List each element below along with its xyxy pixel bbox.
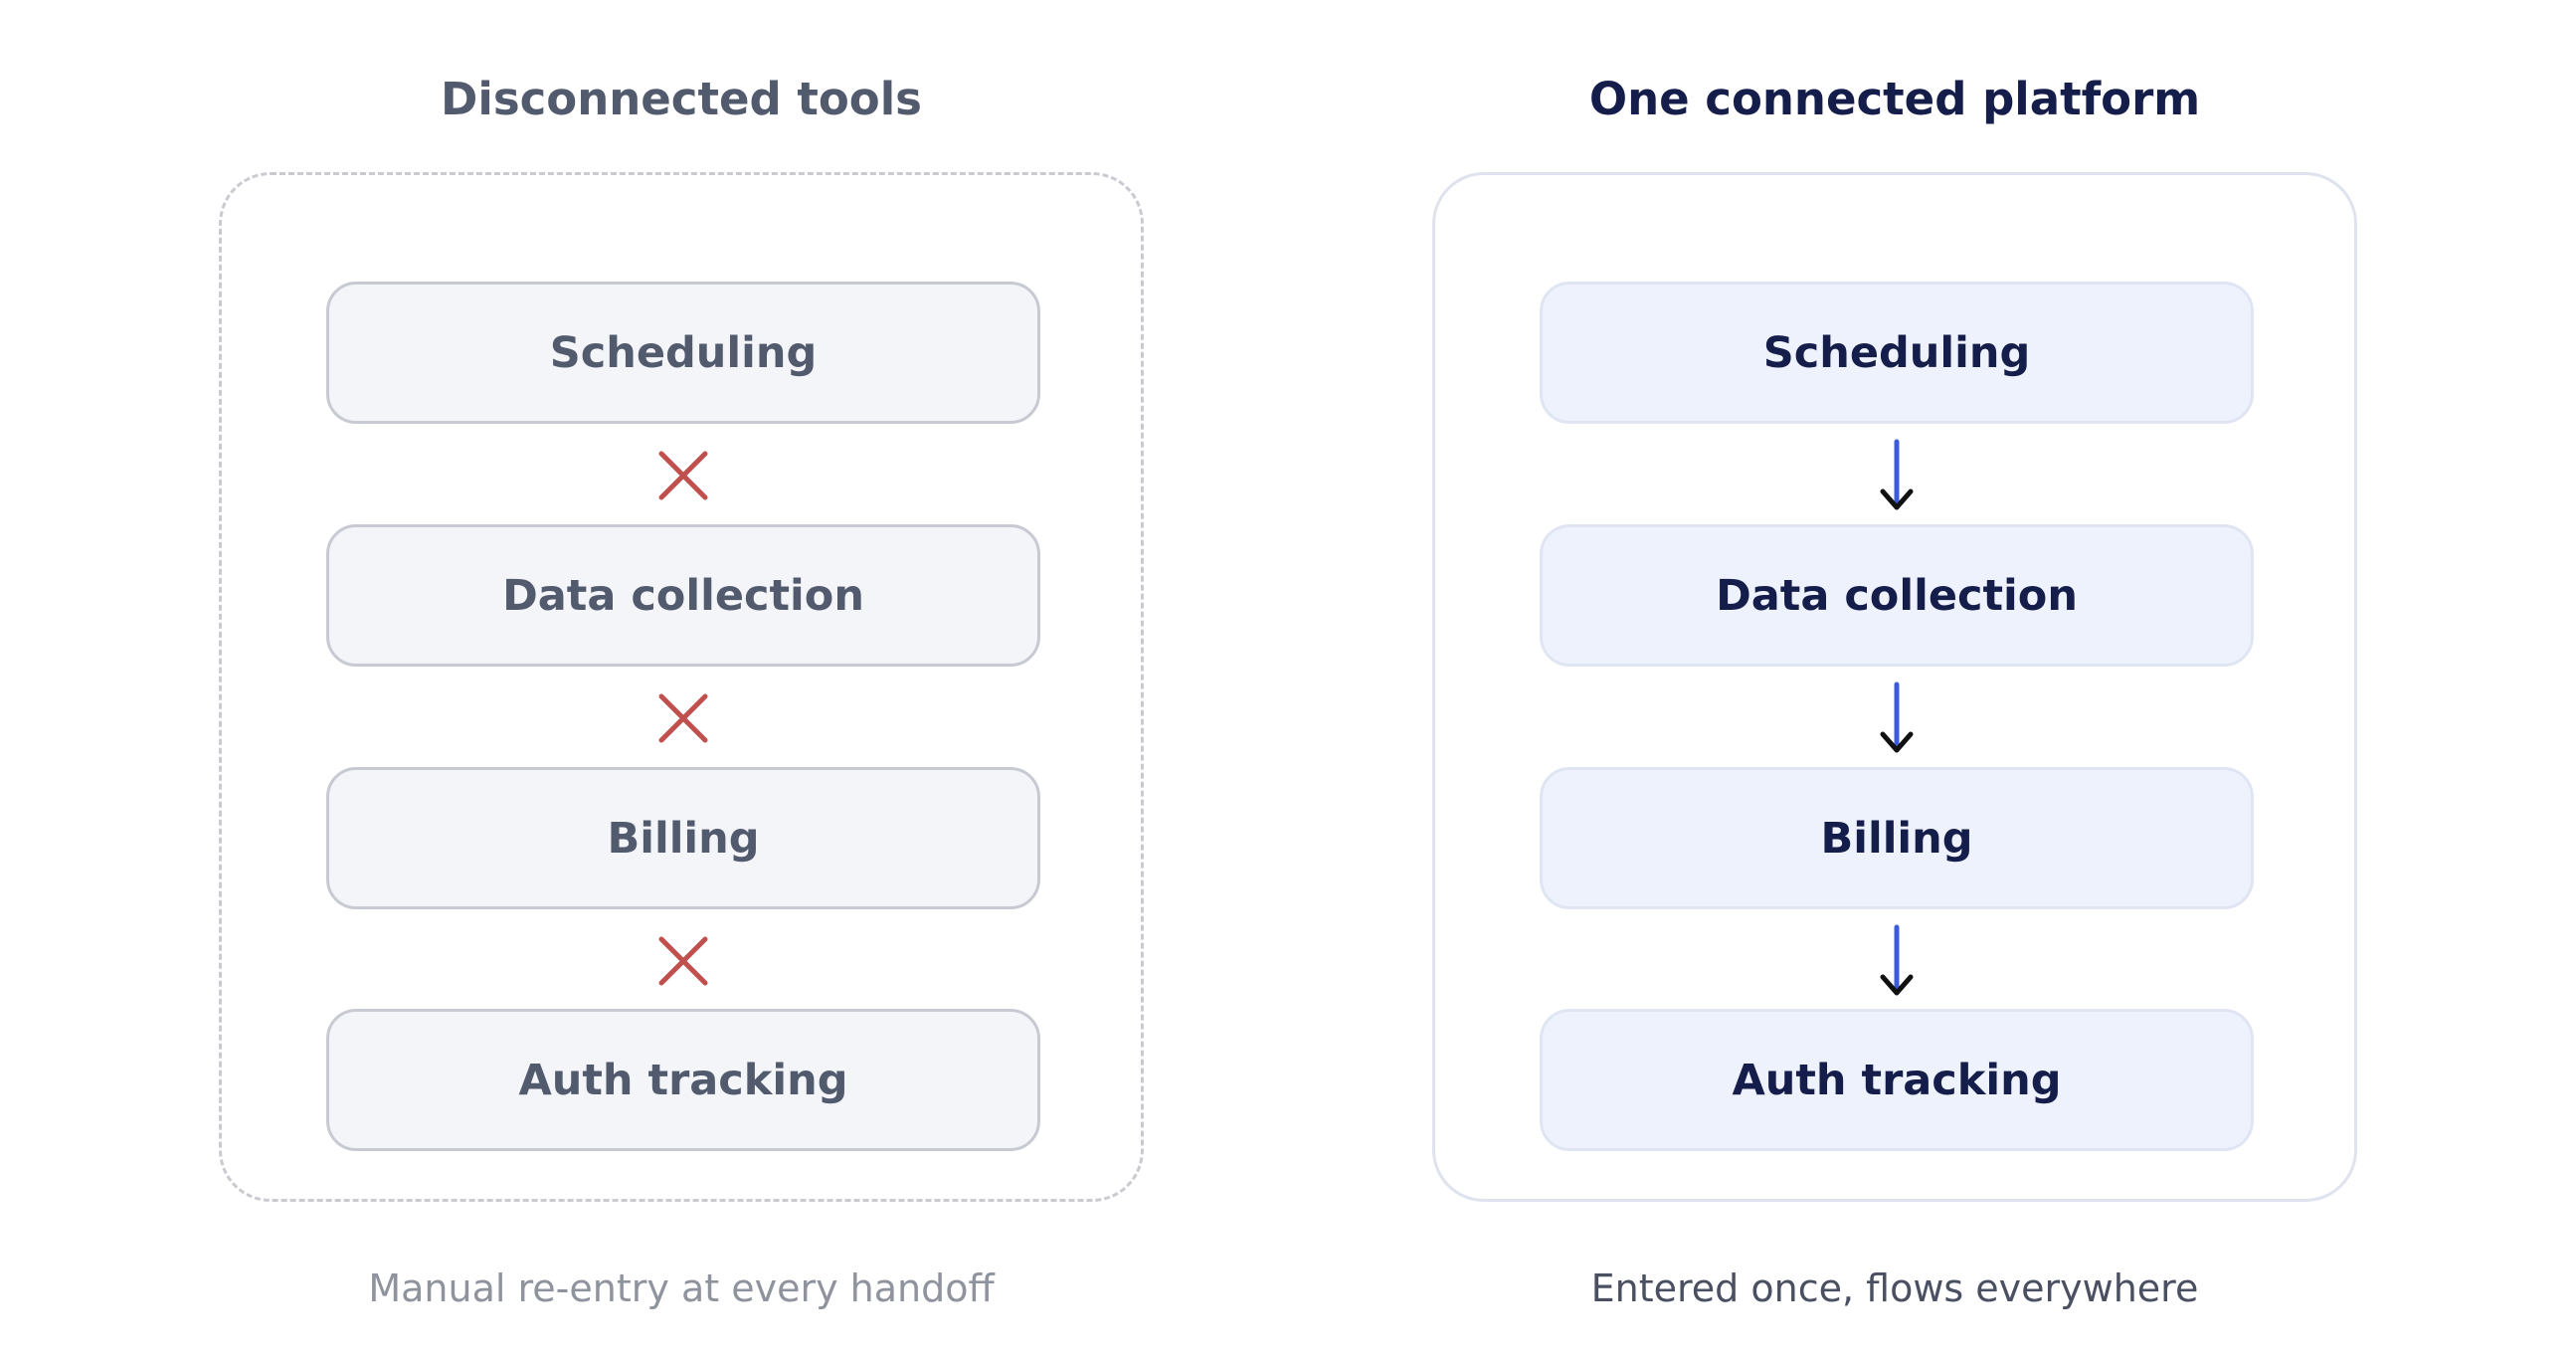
left-panel-title: Disconnected tools [441,73,922,125]
left-box-billing: Billing [326,767,1040,909]
connected-platform-panel: Scheduling Data collection Billing Auth … [1432,172,2357,1202]
left-caption: Manual re-entry at every handoff [368,1266,995,1310]
arrow-down-icon [1880,439,1914,510]
x-icon [658,451,708,500]
left-box-scheduling: Scheduling [326,282,1040,424]
arrow-down-icon [1880,681,1914,753]
right-panel-title: One connected platform [1588,73,2201,125]
disconnected-tools-panel: Scheduling Data collection Billing Auth … [219,172,1144,1202]
right-box-scheduling: Scheduling [1540,282,2254,424]
right-caption: Entered once, flows everywhere [1590,1266,2199,1310]
right-box-auth-tracking: Auth tracking [1540,1009,2254,1151]
arrow-down-icon [1880,924,1914,996]
right-box-billing: Billing [1540,767,2254,909]
left-box-data-collection: Data collection [326,524,1040,667]
x-icon [658,693,708,743]
right-box-data-collection: Data collection [1540,524,2254,667]
left-box-auth-tracking: Auth tracking [326,1009,1040,1151]
x-icon [658,936,708,986]
